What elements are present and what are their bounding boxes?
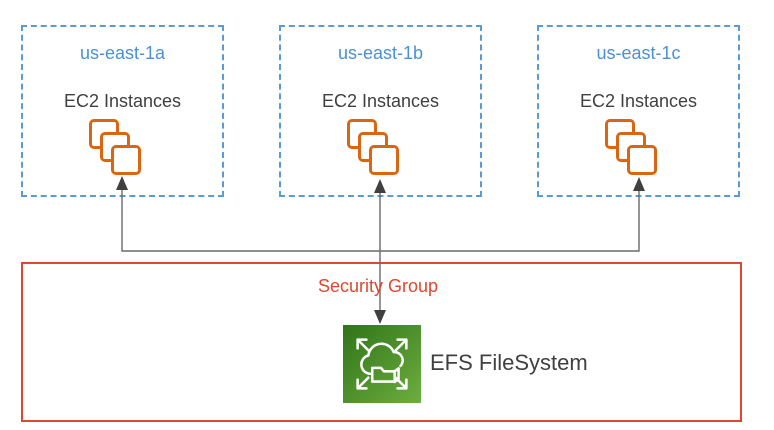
ec2-square-front: [368, 145, 399, 175]
connector-left-right-elbow: [121, 188, 640, 252]
ec2-instances-label: EC2 Instances: [321, 91, 440, 111]
zone-label: us-east-1b: [337, 43, 424, 63]
efs-icon: [343, 325, 421, 403]
arrow-out-top-left: [356, 338, 370, 352]
ec2-instances-stack-icon: [346, 119, 399, 175]
zone-label: us-east-1a: [79, 43, 166, 63]
security-group-label: Security Group: [317, 276, 439, 296]
ec2-square-front: [626, 145, 657, 175]
availability-zone-box-us-east-1a: us-east-1a EC2 Instances: [21, 25, 224, 197]
efs-icon-glyph: [356, 338, 408, 390]
ec2-instances-stack-icon: [604, 119, 657, 175]
ec2-instances-stack-icon: [88, 119, 141, 175]
ec2-square-front: [110, 145, 141, 175]
cloud-outline: [360, 342, 404, 376]
arrow-out-top-right: [394, 338, 408, 352]
efs-filesystem-label: EFS FileSystem: [430, 350, 588, 375]
security-group-box: [21, 262, 742, 422]
ec2-instances-label: EC2 Instances: [579, 91, 698, 111]
folder-outline: [370, 366, 400, 384]
ec2-instances-label: EC2 Instances: [63, 91, 182, 111]
zone-label: us-east-1c: [596, 43, 681, 63]
arrow-out-bottom-left: [356, 376, 370, 390]
availability-zone-box-us-east-1c: us-east-1c EC2 Instances: [537, 25, 740, 197]
availability-zone-box-us-east-1b: us-east-1b EC2 Instances: [279, 25, 482, 197]
